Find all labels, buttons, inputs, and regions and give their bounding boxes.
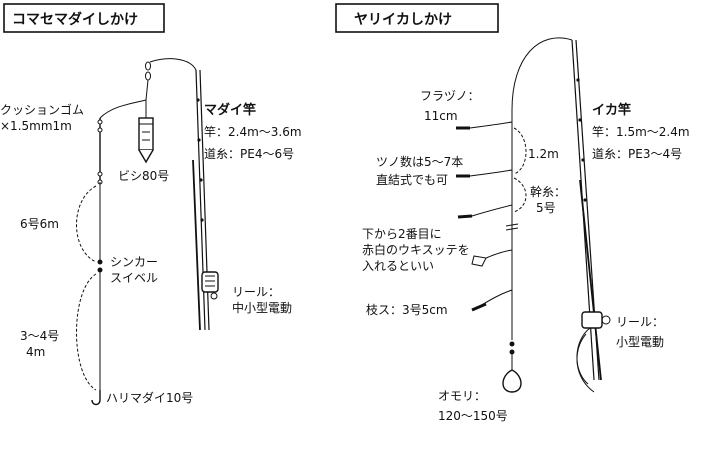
section-3go-label-1: 3～4号 bbox=[20, 329, 59, 343]
madai-main-line bbox=[149, 58, 197, 71]
dim-1-2m bbox=[513, 127, 527, 175]
dim-mikiito bbox=[513, 177, 527, 213]
ika-reel bbox=[576, 311, 611, 393]
ika-main-line bbox=[511, 37, 573, 340]
hook-label: ハリマダイ10号 bbox=[106, 390, 193, 405]
tsuno-label-1: ツノ数は5～7本 bbox=[376, 154, 463, 169]
madai-reel bbox=[201, 271, 219, 300]
omori-sinker bbox=[502, 341, 522, 393]
ika-rod bbox=[571, 39, 602, 381]
ika-rod-line: 道糸：PE3～4号 bbox=[592, 147, 682, 161]
madai-rig: コマセマダイしかけ bbox=[0, 3, 302, 406]
omori-label-2: 120～150号 bbox=[438, 409, 508, 423]
section-6go-label: 6号6m bbox=[20, 217, 59, 231]
sinker-label-1: シンカー bbox=[110, 255, 158, 269]
edasu-label: 枝ス：3号5cm bbox=[366, 302, 448, 317]
yariika-rig: ヤリイカしかけ bbox=[335, 3, 690, 423]
mikiito-label-1: 幹糸： bbox=[530, 184, 566, 199]
madai-rod-length: 竿：2.4m～3.6m bbox=[204, 124, 302, 139]
cushion-label-1: クッションゴム bbox=[0, 102, 84, 117]
ika-rod-name: イカ竿 bbox=[592, 102, 631, 118]
right-title-box bbox=[335, 3, 499, 33]
madai-reel-label-1: リール： bbox=[232, 285, 280, 299]
sinker-swivel bbox=[97, 259, 103, 273]
cushion-label-2: ×1.5mm1m bbox=[0, 119, 72, 133]
spacing-label: 1.2m bbox=[528, 147, 559, 161]
bishi-label: ビシ80号 bbox=[118, 169, 169, 183]
dim-4m bbox=[76, 273, 97, 391]
madai-hook bbox=[91, 390, 101, 406]
note-label-3: 入れるといい bbox=[362, 259, 434, 273]
madai-rod-name: マダイ竿 bbox=[204, 102, 256, 118]
bishi-basket bbox=[138, 100, 154, 164]
cushion-rubber bbox=[97, 118, 103, 185]
cushion-line bbox=[99, 99, 147, 119]
ika-reel-label-1: リール： bbox=[616, 315, 664, 329]
madai-top-swivel bbox=[145, 61, 151, 101]
left-title: コマセマダイしかけ bbox=[12, 11, 138, 28]
tsuno-label-2: 直結式でも可 bbox=[376, 173, 448, 187]
right-title: ヤリイカしかけ bbox=[354, 12, 452, 28]
omori-label-1: オモリ： bbox=[438, 389, 486, 403]
dim-6m bbox=[76, 185, 97, 263]
madai-reel-label-2: 中小型電動 bbox=[232, 300, 292, 315]
left-title-box bbox=[3, 3, 165, 33]
madai-rod-line: 道糸：PE4～6号 bbox=[204, 147, 294, 161]
furazuno-label-2: 11cm bbox=[424, 109, 458, 123]
furazuno-label-1: フラヅノ： bbox=[420, 89, 480, 103]
note-label-1: 下から2番目に bbox=[362, 227, 442, 241]
section-3go-label-2: 4m bbox=[26, 345, 45, 359]
ika-rod-length: 竿：1.5m～2.4m bbox=[592, 124, 690, 139]
note-label-2: 赤白のウキスッテを bbox=[362, 242, 470, 257]
ika-reel-label-2: 小型電動 bbox=[616, 335, 664, 349]
sinker-label-2: スイベル bbox=[110, 271, 158, 285]
mikiito-label-2: 5号 bbox=[536, 201, 556, 215]
squid-jigs bbox=[456, 121, 513, 312]
